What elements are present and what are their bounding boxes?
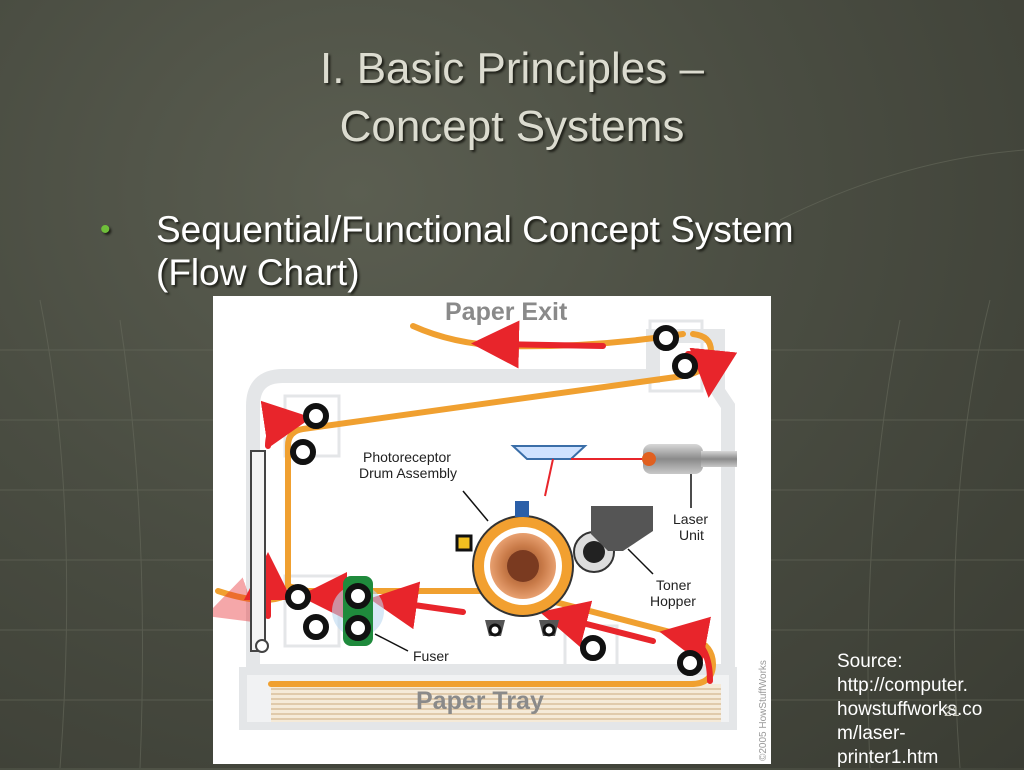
bullet-marker: • bbox=[100, 213, 111, 246]
bullet-line-2: (Flow Chart) bbox=[156, 252, 360, 293]
paper-tray bbox=[271, 684, 721, 722]
roller bbox=[285, 584, 311, 610]
label-fuser: Fuser bbox=[413, 648, 449, 664]
roller bbox=[677, 650, 703, 676]
slide-title: I. Basic Principles – Concept Systems bbox=[0, 40, 1024, 156]
roller bbox=[290, 439, 316, 465]
laser-printer-diagram: Paper Exit Paper Tray Photoreceptor Drum… bbox=[205, 296, 771, 764]
label-laser-2: Unit bbox=[679, 527, 704, 543]
roller bbox=[303, 403, 329, 429]
laser-unit bbox=[510, 444, 737, 508]
rollers bbox=[285, 325, 703, 676]
roller bbox=[303, 614, 329, 640]
label-toner-2: Hopper bbox=[650, 593, 696, 609]
photoreceptor-drum bbox=[455, 490, 574, 637]
source-line: printer1.htm bbox=[837, 747, 939, 768]
label-photoreceptor-2: Drum Assembly bbox=[359, 465, 457, 481]
source-line: m/laser- bbox=[837, 723, 906, 744]
source-line: http://computer. bbox=[837, 675, 968, 696]
toner-hopper bbox=[573, 506, 654, 575]
paper-direction-arrows bbox=[205, 320, 738, 684]
label-toner-1: Toner bbox=[656, 577, 691, 593]
label-copyright: ©2005 HowStuffWorks bbox=[758, 660, 769, 761]
roller bbox=[672, 353, 698, 379]
slide-number: 21 bbox=[944, 703, 960, 719]
title-line-1: I. Basic Principles – bbox=[320, 44, 704, 93]
source-citation: Source: http://computer. howstuffworks.c… bbox=[837, 650, 1017, 770]
title-line-2: Concept Systems bbox=[339, 102, 685, 151]
bullet-line-1: Sequential/Functional Concept System bbox=[156, 209, 794, 250]
source-line: howstuffworks.co bbox=[837, 699, 983, 720]
label-paper-exit: Paper Exit bbox=[445, 298, 568, 326]
side-door bbox=[250, 450, 269, 653]
diagram-svg: Paper Exit Paper Tray Photoreceptor Drum… bbox=[205, 298, 769, 761]
roller bbox=[653, 325, 679, 351]
source-line: Source: bbox=[837, 651, 903, 672]
roller bbox=[580, 635, 606, 661]
fuser bbox=[332, 576, 409, 652]
label-laser-1: Laser bbox=[673, 511, 708, 527]
diagram-labels: Paper Exit Paper Tray Photoreceptor Drum… bbox=[359, 298, 769, 761]
label-paper-tray: Paper Tray bbox=[416, 687, 544, 715]
bullet-text: Sequential/Functional Concept System (Fl… bbox=[156, 208, 876, 294]
label-photoreceptor-1: Photoreceptor bbox=[363, 449, 451, 465]
